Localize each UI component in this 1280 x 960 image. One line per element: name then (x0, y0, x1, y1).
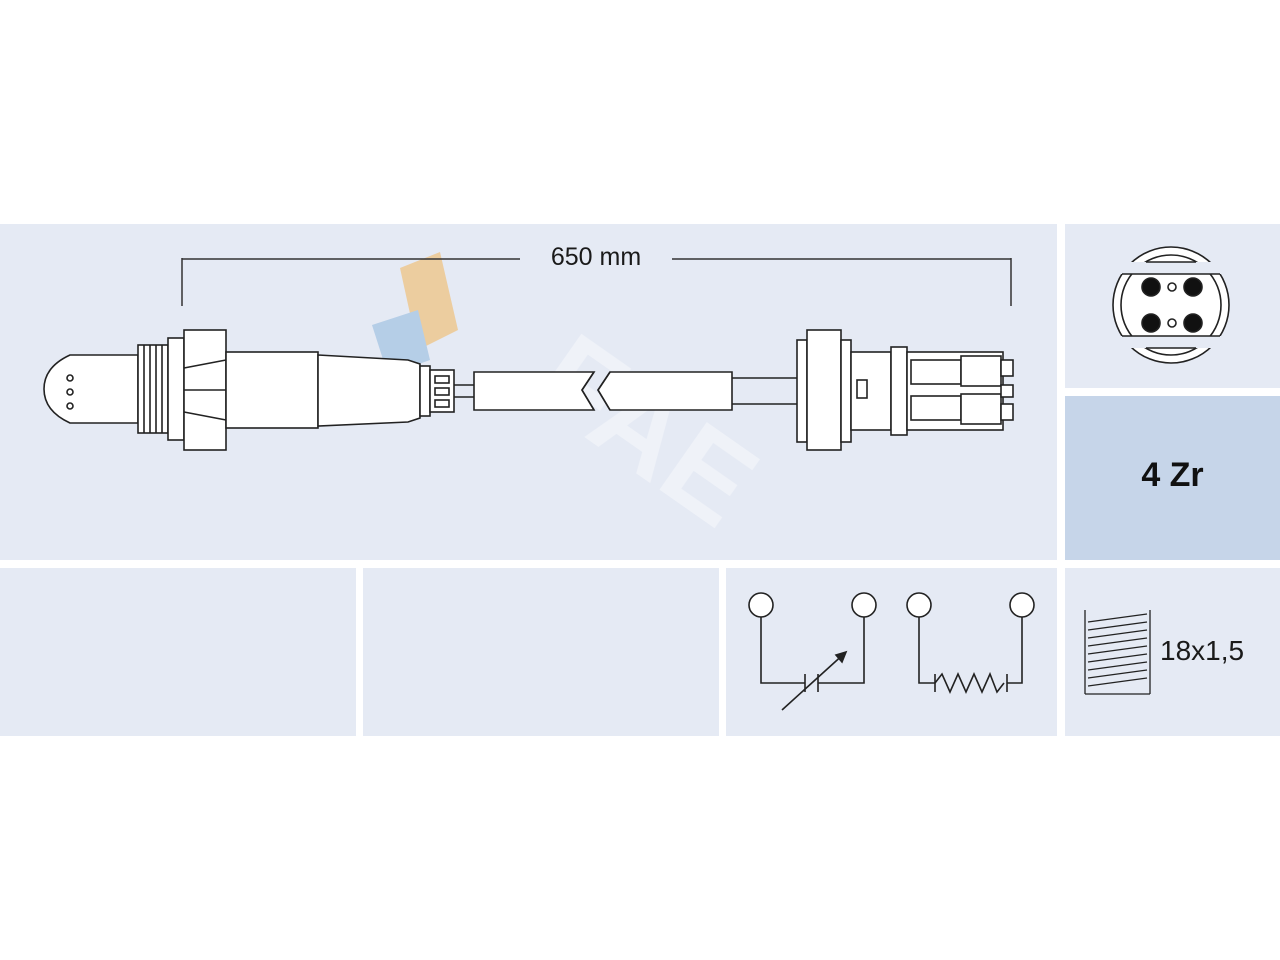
sensor-and-heater-circuit-icon (748, 592, 1035, 711)
variable-resistor-icon (760, 617, 865, 711)
sensor-type-panel (1065, 396, 1280, 560)
empty-panel-2 (363, 568, 719, 736)
thread-size-label: 18x1,5 (1160, 635, 1245, 666)
circuit-diagram-panel (726, 568, 1057, 736)
sensor-type-label: 4 Zr (1141, 456, 1204, 494)
empty-panel-1 (0, 568, 356, 736)
thread-icon (1084, 610, 1151, 695)
cable-length-label: 650 mm (520, 243, 672, 272)
connector-plug-icon (796, 329, 1014, 451)
dimension-line (181, 258, 1012, 306)
watermark-text: FAE (512, 309, 780, 553)
heater-resistor-icon (918, 617, 1023, 694)
sensor-cable (473, 371, 798, 411)
round-4-pin-connector-icon (1112, 246, 1230, 364)
lambda-sensor-icon (43, 329, 474, 451)
